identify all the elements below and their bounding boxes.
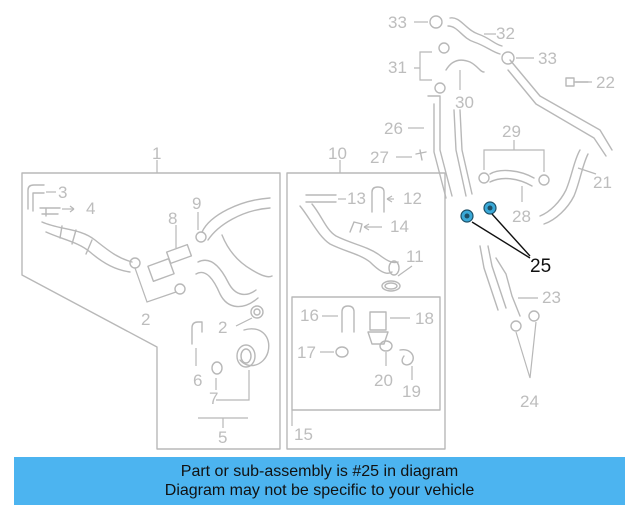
part-9-hose — [195, 197, 271, 243]
callout-26: 26 — [384, 119, 403, 138]
banner-line-2: Diagram may not be specific to your vehi… — [164, 482, 475, 499]
part-7-oring — [211, 361, 223, 375]
callout-12: 12 — [403, 189, 422, 208]
group-label-1: 1 — [152, 144, 161, 163]
group-label-10: 10 — [328, 144, 347, 163]
part-6-clip — [191, 321, 203, 345]
callout-20: 20 — [374, 371, 393, 390]
callout-33a: 33 — [388, 13, 407, 32]
part-18-sensor — [367, 311, 389, 345]
info-banner: Part or sub-assembly is #25 in diagram D… — [14, 457, 625, 505]
callout-19: 19 — [402, 382, 421, 401]
part-16-clip — [341, 305, 355, 333]
callout-13: 13 — [347, 189, 366, 208]
callout-8: 8 — [168, 209, 177, 228]
callout-9: 9 — [192, 194, 201, 213]
callout-24: 24 — [520, 392, 539, 411]
callout-17: 17 — [297, 343, 316, 362]
group-1-outline — [21, 172, 281, 450]
callout-4: 4 — [86, 199, 95, 218]
part-3-bracket — [27, 184, 45, 212]
part-thermostat-housing — [236, 328, 270, 368]
part-32-hose — [447, 17, 503, 55]
part-23-pipe — [479, 245, 521, 317]
callout-6: 6 — [193, 371, 202, 390]
callout-2b: 2 — [218, 318, 227, 337]
part-8-fitting — [129, 243, 193, 295]
callout-14: 14 — [390, 217, 409, 236]
part-31-hose — [434, 42, 485, 94]
callout-23: 23 — [542, 288, 561, 307]
part-33-clamp-a — [429, 15, 443, 29]
part-14-clamp — [349, 221, 363, 233]
part-28-hose — [478, 169, 550, 187]
part-13-hose — [299, 194, 400, 276]
part-24-clamps — [510, 310, 540, 332]
callout-21: 21 — [593, 173, 612, 192]
group-10-outline — [286, 172, 446, 450]
part-4-clip — [39, 207, 61, 217]
callout-29: 29 — [502, 122, 521, 141]
callout-31: 31 — [388, 58, 407, 77]
callout-11: 11 — [406, 247, 424, 266]
callout-33b: 33 — [538, 49, 557, 68]
callout-25-highlighted: 25 — [530, 256, 551, 277]
group-15-outline — [291, 296, 441, 411]
callout-18: 18 — [415, 309, 434, 328]
part-upper-hose — [195, 234, 273, 308]
part-17-plug — [335, 346, 349, 358]
group-label-5: 5 — [218, 428, 227, 447]
callout-22: 22 — [596, 73, 615, 92]
part-11-oring — [381, 280, 401, 292]
group-label-15: 15 — [294, 425, 313, 444]
part-20-oring — [379, 340, 393, 352]
part-33-clamp-b — [501, 51, 515, 65]
callout-2a: 2 — [141, 310, 150, 329]
part-hose-lower — [41, 221, 133, 273]
callout-27: 27 — [370, 148, 389, 167]
part-2-clamp — [250, 305, 264, 319]
callout-32: 32 — [496, 24, 515, 43]
banner-line-1: Part or sub-assembly is #25 in diagram — [180, 463, 459, 480]
part-26-pipe — [427, 95, 473, 199]
part-12-clip — [371, 186, 385, 213]
callout-3: 3 — [58, 183, 67, 202]
part-25-highlighted — [460, 201, 497, 223]
part-21-pipe — [507, 59, 613, 225]
part-27-bolt — [415, 149, 427, 161]
callout-16: 16 — [300, 306, 319, 325]
callout-28: 28 — [512, 207, 531, 226]
callout-30: 30 — [455, 93, 474, 112]
callout-7: 7 — [209, 389, 218, 408]
part-19-clip — [399, 348, 414, 366]
